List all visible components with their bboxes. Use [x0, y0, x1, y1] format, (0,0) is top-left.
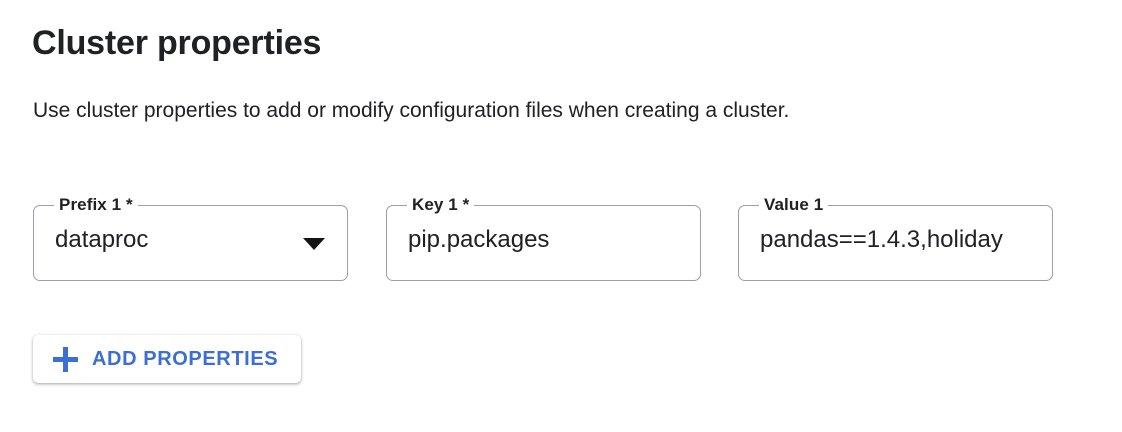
value-field-label: Value 1 [759, 194, 829, 216]
value-input-field[interactable]: Value 1 pandas==1.4.3,holiday [738, 194, 1053, 281]
prefix-field-value: dataproc [55, 226, 149, 253]
add-properties-button-label: ADD PROPERTIES [92, 348, 279, 370]
add-properties-button[interactable]: ADD PROPERTIES [33, 335, 302, 383]
key-field-label: Key 1 * [407, 194, 475, 216]
prefix-select-field[interactable]: Prefix 1 * dataproc [33, 194, 348, 281]
chevron-down-icon[interactable] [303, 238, 325, 250]
prefix-field-label: Prefix 1 * [54, 194, 138, 216]
section-description: Use cluster properties to add or modify … [33, 99, 790, 122]
key-field-value: pip.packages [408, 226, 550, 253]
key-input-field[interactable]: Key 1 * pip.packages [386, 194, 701, 281]
page-title: Cluster properties [32, 24, 322, 62]
plus-icon [53, 346, 78, 372]
value-field-value: pandas==1.4.3,holiday [760, 226, 1003, 253]
